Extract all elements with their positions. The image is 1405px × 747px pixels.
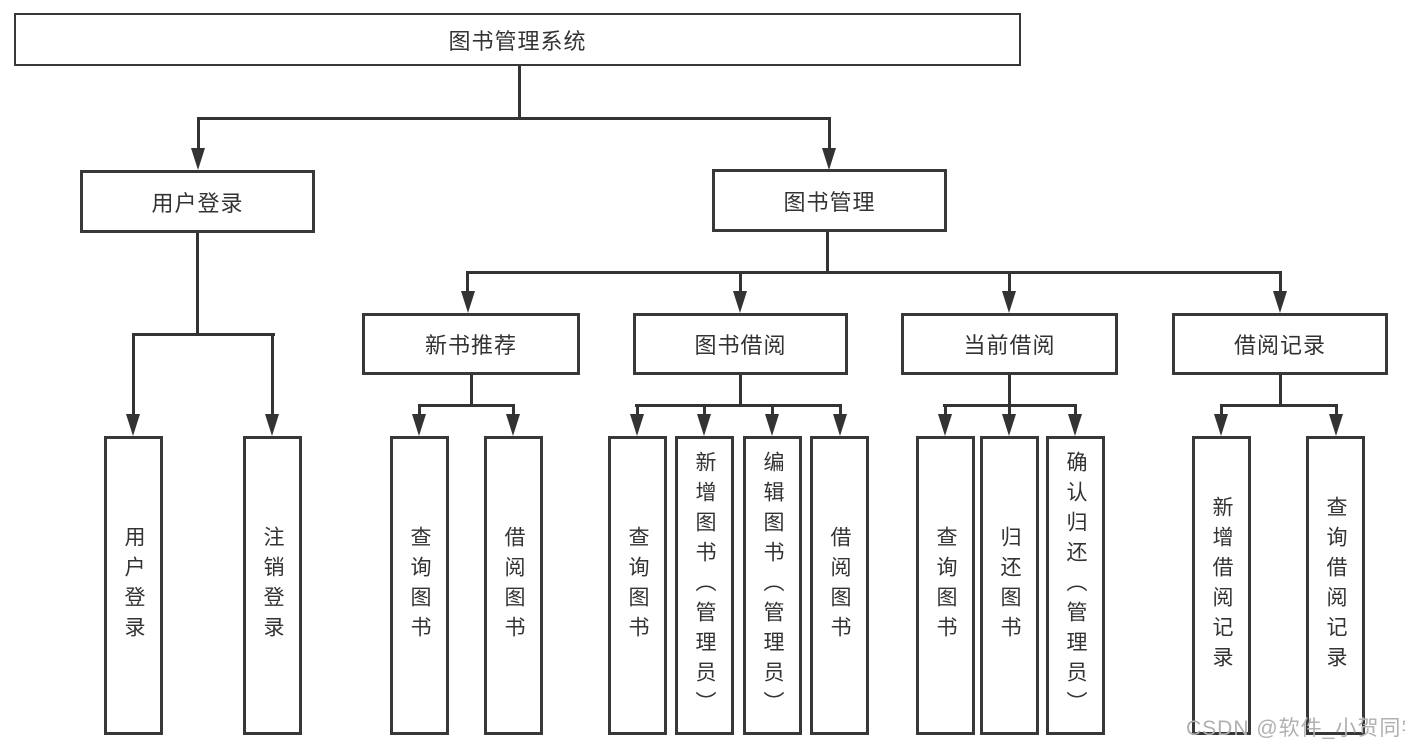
- connector-line: [636, 404, 639, 416]
- leaf-borrow-query-books: 查询图书: [608, 436, 667, 735]
- node-label: 新增图书（管理员）: [693, 450, 716, 721]
- arrow-down-icon: [733, 291, 747, 313]
- arrow-down-icon: [1273, 291, 1287, 313]
- arrow-down-icon: [1002, 291, 1016, 313]
- node-label: 图书管理: [783, 189, 876, 215]
- leaf-logout: 注销登录: [243, 436, 302, 735]
- node-label: 注销登录: [261, 525, 284, 646]
- connector-line: [512, 404, 515, 416]
- connector-line: [1279, 375, 1282, 407]
- arrow-down-icon: [191, 148, 205, 170]
- connector-line: [703, 404, 706, 416]
- node-label: 新增借阅记录: [1210, 495, 1233, 676]
- leaf-current-confirm-return-admin: 确认归还（管理员）: [1046, 436, 1105, 735]
- node-label: 查询借阅记录: [1324, 495, 1347, 676]
- leaf-current-query-books: 查询图书: [916, 436, 975, 735]
- arrow-down-icon: [1002, 414, 1016, 436]
- node-label: 图书借阅: [694, 333, 787, 358]
- arrow-down-icon: [506, 414, 520, 436]
- node-label: 查询图书: [626, 525, 649, 646]
- connector-line: [739, 375, 742, 407]
- leaf-current-return-books: 归还图书: [980, 436, 1039, 735]
- connector-line: [196, 233, 199, 336]
- node-label: 查询图书: [934, 525, 957, 646]
- connector-line: [418, 404, 515, 407]
- connector-line: [197, 117, 831, 120]
- csdn-watermark: CSDN @软件_小贺同学: [1186, 717, 1405, 740]
- connector-line: [271, 333, 274, 416]
- node-book-management: 图书管理: [712, 169, 947, 232]
- connector-line: [1220, 404, 1223, 416]
- node-label: 借阅记录: [1233, 333, 1326, 358]
- connector-line: [466, 271, 1282, 274]
- node-label: 用户登录: [122, 525, 145, 646]
- node-library-system: 图书管理系统: [14, 13, 1021, 66]
- arrow-down-icon: [938, 414, 952, 436]
- node-label: 新书推荐: [424, 333, 517, 358]
- leaf-records-add-borrow-record: 新增借阅记录: [1192, 436, 1251, 735]
- node-book-borrow: 图书借阅: [633, 313, 848, 375]
- connector-line: [944, 404, 947, 416]
- connector-line: [518, 66, 521, 120]
- arrow-down-icon: [833, 414, 847, 436]
- node-label: 编辑图书（管理员）: [761, 450, 784, 721]
- node-label: 当前借阅: [963, 333, 1056, 358]
- arrow-down-icon: [697, 414, 711, 436]
- connector-line: [418, 404, 421, 416]
- connector-line: [470, 375, 473, 407]
- leaf-user-login: 用户登录: [104, 436, 163, 735]
- arrow-down-icon: [1068, 414, 1082, 436]
- connector-line: [1220, 404, 1338, 407]
- connector-line: [466, 271, 469, 293]
- node-label: 借阅图书: [828, 525, 851, 646]
- connector-line: [635, 404, 842, 407]
- leaf-newbook-query-books: 查询图书: [390, 436, 449, 735]
- leaf-newbook-borrow-books: 借阅图书: [484, 436, 543, 735]
- node-label: 图书管理系统: [448, 28, 587, 54]
- connector-line: [826, 232, 829, 274]
- node-label: 用户登录: [151, 190, 244, 216]
- arrow-down-icon: [412, 414, 426, 436]
- connector-line: [1008, 404, 1011, 416]
- arrow-down-icon: [1329, 414, 1343, 436]
- connector-line: [1279, 271, 1282, 293]
- leaf-records-query-borrow-record: 查询借阅记录: [1306, 436, 1365, 735]
- arrow-down-icon: [630, 414, 644, 436]
- arrow-down-icon: [461, 291, 475, 313]
- connector-line: [828, 117, 831, 150]
- connector-line: [1008, 375, 1011, 407]
- node-label: 借阅图书: [502, 525, 525, 646]
- node-label: 确认归还（管理员）: [1064, 450, 1087, 721]
- leaf-borrow-add-books-admin: 新增图书（管理员）: [675, 436, 734, 735]
- connector-line: [1335, 404, 1338, 416]
- connector-line: [771, 404, 774, 416]
- connector-line: [1008, 271, 1011, 293]
- node-label: 归还图书: [998, 525, 1021, 646]
- leaf-borrow-edit-books-admin: 编辑图书（管理员）: [743, 436, 802, 735]
- connector-line: [839, 404, 842, 416]
- node-user-login: 用户登录: [80, 170, 315, 233]
- connector-line: [197, 117, 200, 150]
- node-borrow-records: 借阅记录: [1172, 313, 1388, 375]
- arrow-down-icon: [822, 148, 836, 170]
- arrow-down-icon: [1214, 414, 1228, 436]
- connector-line: [1074, 404, 1077, 416]
- leaf-borrow-borrow-books: 借阅图书: [810, 436, 869, 735]
- arrow-down-icon: [265, 414, 279, 436]
- connector-line: [739, 271, 742, 293]
- connector-line: [132, 333, 275, 336]
- connector-line: [132, 333, 135, 416]
- node-new-book-recommend: 新书推荐: [362, 313, 580, 375]
- arrow-down-icon: [765, 414, 779, 436]
- arrow-down-icon: [126, 414, 140, 436]
- node-current-borrow: 当前借阅: [901, 313, 1118, 375]
- node-label: 查询图书: [408, 525, 431, 646]
